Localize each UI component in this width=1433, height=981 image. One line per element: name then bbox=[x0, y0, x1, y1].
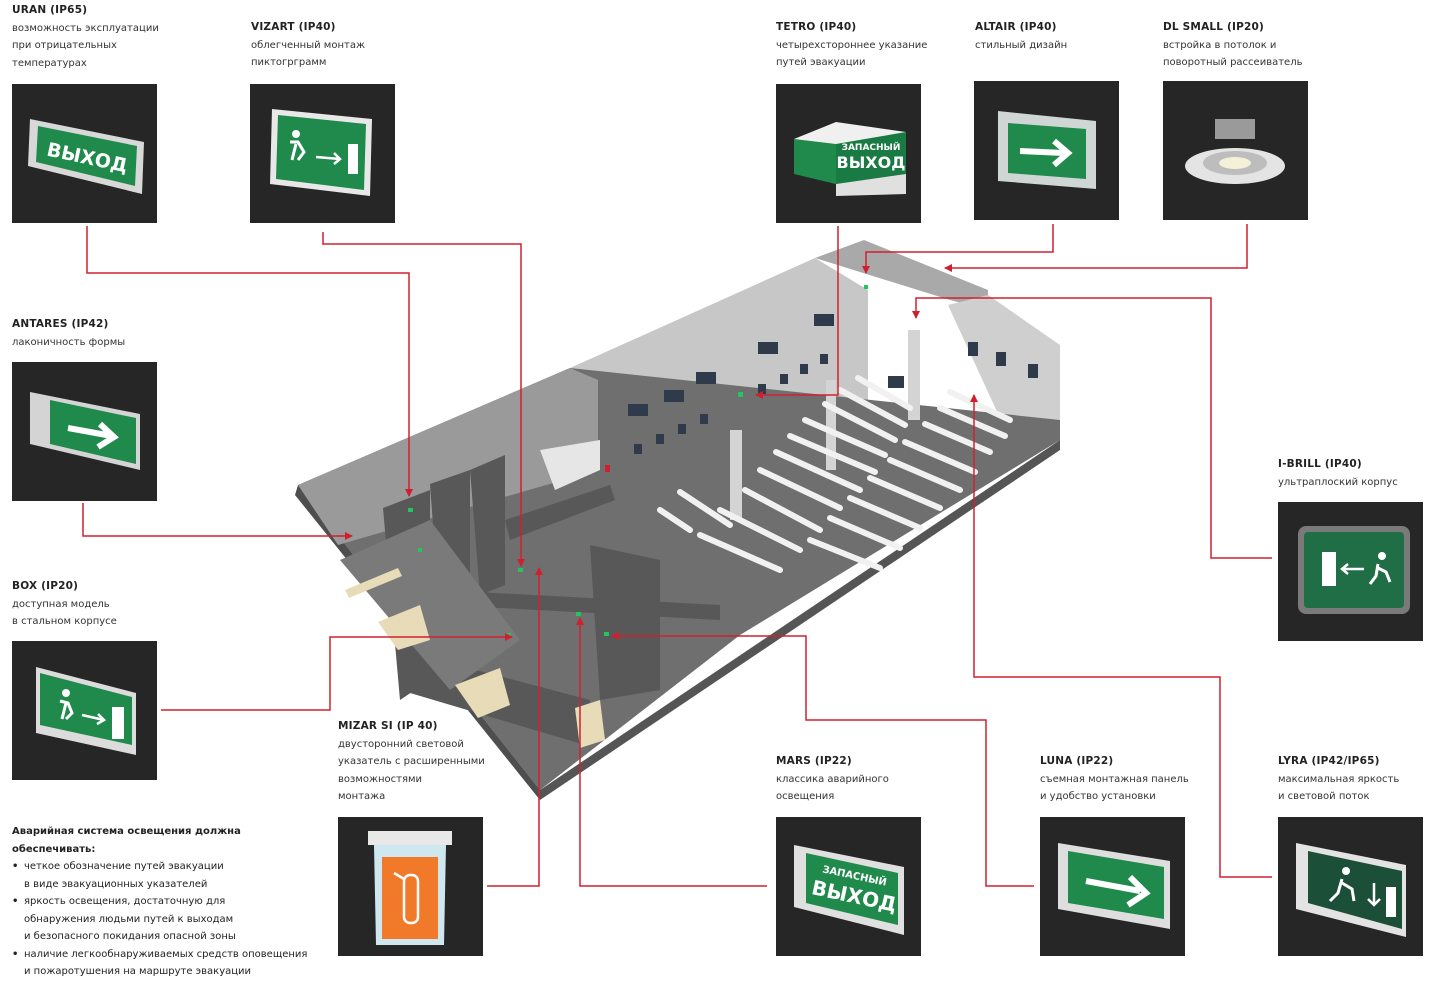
product-dlsmall: DL SMALL (IP20) встройка в потолок и пов… bbox=[1163, 19, 1302, 72]
tile-luna bbox=[1040, 817, 1185, 956]
requirements-list: четкое обозначение путей эвакуации в вид… bbox=[12, 858, 312, 981]
product-name: BOX (IP20) bbox=[12, 580, 79, 592]
product-description: доступная модель в стальном корпусе bbox=[12, 598, 117, 628]
tile-mizar bbox=[338, 817, 483, 956]
requirement-item: наличие легкообнаруживаемых средств опов… bbox=[12, 946, 312, 981]
product-luna: LUNA (IP22) съемная монтажная панель и у… bbox=[1040, 753, 1189, 806]
uran-sign-icon: ВЫХОД bbox=[28, 119, 144, 194]
ibrill-sign-icon bbox=[1298, 526, 1410, 614]
product-tetro: TETRO (IP40) четырехстороннее указание п… bbox=[776, 19, 927, 72]
tile-dlsmall bbox=[1163, 81, 1308, 220]
tile-antares bbox=[12, 362, 157, 501]
downlight-icon bbox=[1185, 119, 1285, 184]
requirements-title: Аварийная система освещения должна обесп… bbox=[12, 826, 241, 855]
tile-box bbox=[12, 641, 157, 780]
tile-vizart bbox=[250, 84, 395, 223]
tile-mars: ЗАПАСНЫЙ ВЫХОД bbox=[776, 817, 921, 956]
back-wall-top bbox=[815, 240, 988, 310]
tetro-sign-text: ВЫХОД bbox=[837, 153, 906, 172]
product-description: ультраплоский корпус bbox=[1278, 476, 1398, 488]
product-name: VIZART (IP40) bbox=[251, 21, 336, 33]
product-antares: ANTARES (IP42) лаконичность формы bbox=[12, 316, 125, 351]
product-name: TETRO (IP40) bbox=[776, 21, 857, 33]
product-mizar: MIZAR SI (IP 40) двусторонний световой у… bbox=[338, 718, 485, 806]
vizart-sign-icon bbox=[270, 109, 372, 196]
tile-lyra bbox=[1278, 817, 1423, 956]
product-box: BOX (IP20) доступная модель в стальном к… bbox=[12, 578, 117, 631]
product-name: LYRA (IP42/IP65) bbox=[1278, 755, 1380, 767]
product-description: стильный дизайн bbox=[975, 39, 1068, 51]
altair-sign-icon bbox=[998, 111, 1096, 189]
product-name: MIZAR SI (IP 40) bbox=[338, 720, 438, 732]
product-description: съемная монтажная панель и удобство уста… bbox=[1040, 773, 1189, 803]
product-name: ANTARES (IP42) bbox=[12, 318, 109, 330]
antares-sign-icon bbox=[30, 392, 140, 470]
product-name: URAN (IP65) bbox=[12, 4, 88, 16]
product-mars: MARS (IP22) классика аварийного освещени… bbox=[776, 753, 889, 806]
product-name: I-BRILL (IP40) bbox=[1278, 458, 1362, 470]
lyra-sign-icon bbox=[1296, 843, 1406, 937]
requirements-block: Аварийная система освещения должна обесп… bbox=[12, 823, 312, 981]
tetro-sign-icon: ЗАПАСНЫЙ ВЫХОД bbox=[794, 122, 906, 196]
product-description: лаконичность формы bbox=[12, 336, 126, 348]
product-description: встройка в потолок и поворотный рассеива… bbox=[1163, 39, 1303, 69]
tile-ibrill bbox=[1278, 502, 1423, 641]
tile-tetro: ЗАПАСНЫЙ ВЫХОД bbox=[776, 84, 921, 223]
tile-uran: ВЫХОД bbox=[12, 84, 157, 223]
product-uran: URAN (IP65) возможность эксплуатации при… bbox=[12, 2, 159, 72]
product-description: облегченный монтаж пиктогрграмм bbox=[251, 39, 365, 69]
box-sign-icon bbox=[36, 667, 136, 755]
product-description: возможность эксплуатации при отрицательн… bbox=[12, 22, 159, 69]
product-description: классика аварийного освещения bbox=[776, 773, 889, 803]
mizar-sign-icon bbox=[368, 831, 452, 945]
staircase bbox=[540, 440, 600, 490]
product-description: максимальная яркость и световой поток bbox=[1278, 773, 1400, 803]
product-ibrill: I-BRILL (IP40) ультраплоский корпус bbox=[1278, 456, 1398, 491]
product-altair: ALTAIR (IP40) стильный дизайн bbox=[975, 19, 1067, 54]
requirement-item: яркость освещения, достаточную для обнар… bbox=[12, 893, 312, 946]
tetro-sign-text-top: ЗАПАСНЫЙ bbox=[842, 141, 901, 153]
product-name: DL SMALL (IP20) bbox=[1163, 21, 1265, 33]
product-vizart: VIZART (IP40) облегченный монтаж пиктогр… bbox=[251, 19, 365, 72]
product-lyra: LYRA (IP42/IP65) максимальная яркость и … bbox=[1278, 753, 1399, 806]
fire-extinguisher-marker bbox=[605, 465, 610, 472]
product-description: двусторонний световой указатель с расшир… bbox=[338, 738, 485, 803]
mars-sign-icon: ЗАПАСНЫЙ ВЫХОД bbox=[794, 845, 904, 935]
tile-altair bbox=[974, 81, 1119, 220]
product-name: ALTAIR (IP40) bbox=[975, 21, 1057, 33]
requirement-item: четкое обозначение путей эвакуации в вид… bbox=[12, 858, 312, 893]
product-description: четырехстороннее указание путей эвакуаци… bbox=[776, 39, 928, 69]
product-name: MARS (IP22) bbox=[776, 755, 852, 767]
product-name: LUNA (IP22) bbox=[1040, 755, 1114, 767]
luna-sign-icon bbox=[1058, 843, 1170, 929]
